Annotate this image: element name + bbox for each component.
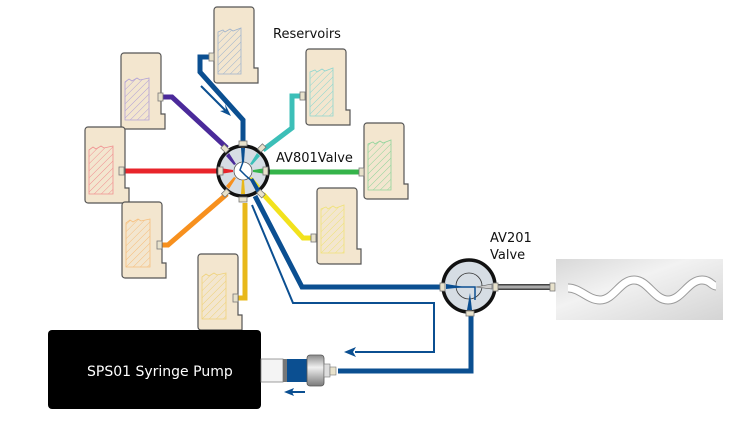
av801-port-gold (241, 180, 245, 194)
reservoir-teal (305, 48, 351, 126)
pump-label: SPS01 Syringe Pump (87, 364, 233, 380)
tube-blue (197, 54, 246, 142)
reservoir-red (84, 126, 130, 204)
tube-orange (160, 192, 229, 248)
reservoir-purple (120, 52, 166, 130)
tube-av201-to-pump (338, 312, 474, 374)
reservoir-fittings (118, 52, 365, 303)
tube-gold (236, 203, 248, 301)
plunger-arrow-head (284, 388, 294, 396)
pump-body (48, 330, 261, 409)
tubes-av801 (122, 54, 474, 374)
av201-valve (439, 258, 556, 317)
reservoir-gold (197, 253, 243, 331)
flow-arrow-top-line (200, 85, 228, 113)
av801-valve (216, 140, 270, 203)
av801-label: AV801Valve (276, 151, 353, 166)
av801-port-purple (226, 153, 236, 165)
av801-port-orange (226, 177, 236, 189)
av801-port-teal (250, 153, 260, 165)
syringe-pump (48, 330, 337, 409)
coil-reactor (556, 259, 723, 320)
reservoir-yellow (316, 187, 362, 265)
reservoirs-label: Reservoirs (273, 27, 341, 42)
reservoir-orange (121, 201, 167, 279)
reservoir-blue (213, 6, 259, 84)
tube-av801-to-av201 (252, 194, 442, 290)
reservoirs (84, 6, 409, 331)
syringe-cap (306, 354, 325, 387)
tube-purple (162, 94, 229, 150)
flow-arrow-head (344, 347, 356, 357)
av801-rotor-channel (239, 161, 253, 182)
av201-label-line2: Valve (490, 248, 525, 263)
reservoir-green (363, 122, 409, 200)
av201-label-line1: AV201 (490, 231, 532, 246)
av801-port-blue (241, 148, 245, 162)
flow-arrow-top-head (220, 104, 231, 116)
tube-teal (261, 93, 301, 152)
flow-path-line (251, 204, 435, 353)
tube-yellow (261, 192, 312, 241)
